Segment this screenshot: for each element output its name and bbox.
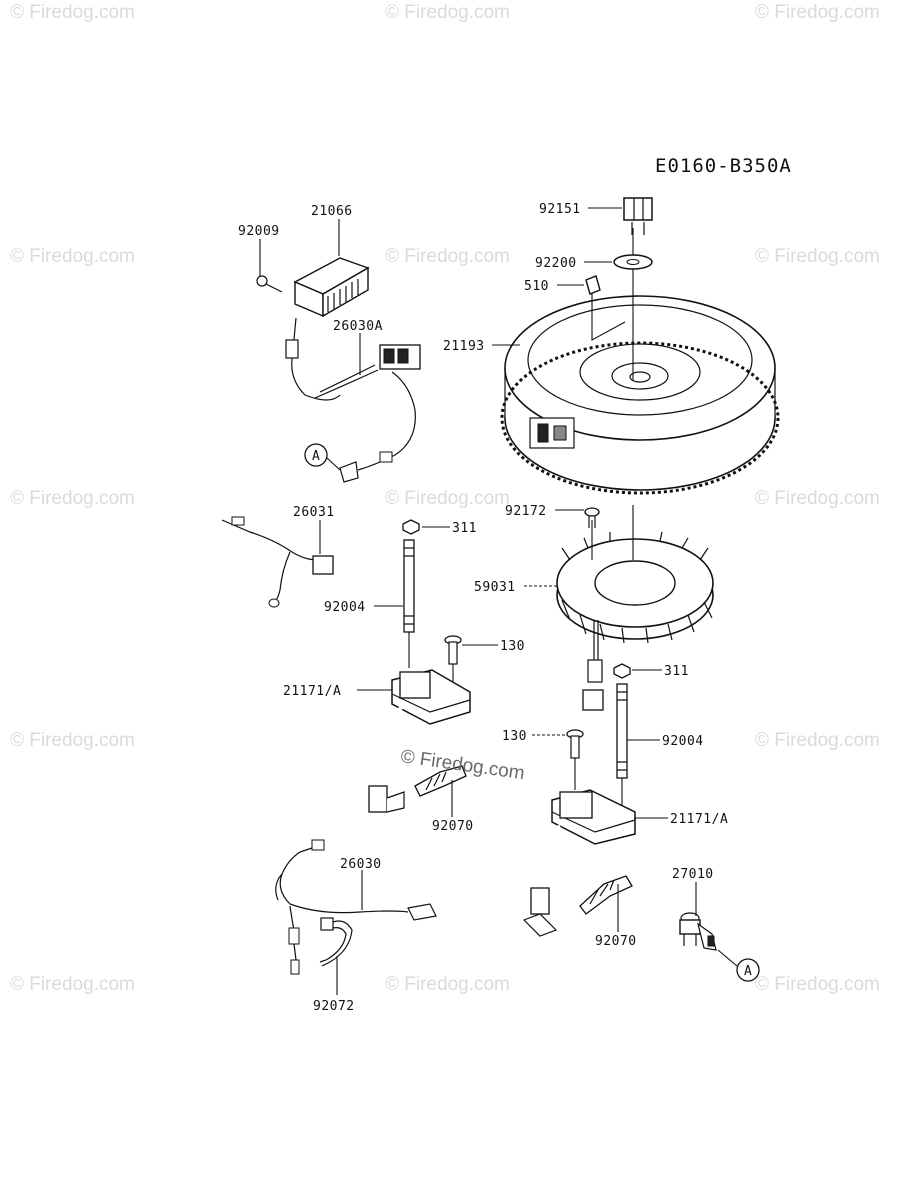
watermark: © Firedog.com xyxy=(755,974,880,995)
screw-92172 xyxy=(584,507,600,528)
spark-plug-92070-left xyxy=(414,765,467,797)
lead-26031 xyxy=(221,516,334,608)
watermark: © Firedog.com xyxy=(10,730,135,751)
watermark: © Firedog.com xyxy=(755,488,880,509)
key-510 xyxy=(585,275,601,295)
part-label-92070-left: 92070 xyxy=(432,819,474,834)
watermark-center: © Firedog.com xyxy=(399,746,526,784)
callout-a-right xyxy=(736,958,760,982)
part-label-311-right: 311 xyxy=(664,664,689,679)
harness-26030A xyxy=(285,317,421,483)
part-label-92172: 92172 xyxy=(505,504,547,519)
part-label-130-left: 130 xyxy=(500,639,525,654)
watermark: © Firedog.com xyxy=(10,488,135,509)
part-label-92200: 92200 xyxy=(535,256,577,271)
part-label-92072: 92072 xyxy=(313,999,355,1014)
part-label-59031: 59031 xyxy=(474,580,516,595)
part-label-92004-left: 92004 xyxy=(324,600,366,615)
watermark: © Firedog.com xyxy=(385,2,510,23)
screw-92009 xyxy=(256,275,283,293)
nut-311-left xyxy=(402,519,420,535)
watermark: © Firedog.com xyxy=(755,730,880,751)
watermark: © Firedog.com xyxy=(385,974,510,995)
callout-a-label: A xyxy=(744,964,752,979)
terminal-92072 xyxy=(319,917,353,967)
part-label-92070-right: 92070 xyxy=(595,934,637,949)
part-label-26031: 26031 xyxy=(293,505,335,520)
part-label-311-top: 311 xyxy=(452,521,477,536)
watermark: © Firedog.com xyxy=(10,246,135,267)
part-label-92009: 92009 xyxy=(238,224,280,239)
bolt-92151 xyxy=(623,197,653,235)
part-label-21193: 21193 xyxy=(443,339,485,354)
regulator-21066 xyxy=(293,257,370,318)
watermark: © Firedog.com xyxy=(755,2,880,23)
leader-lines xyxy=(259,207,697,995)
part-label-92004-right: 92004 xyxy=(662,734,704,749)
part-label-21171A-right: 21171/A xyxy=(670,812,728,827)
part-label-26030A: 26030A xyxy=(333,319,383,334)
callout-a-label: A xyxy=(312,449,320,464)
part-label-26030: 26030 xyxy=(340,857,382,872)
part-label-21171A-left: 21171/A xyxy=(283,684,341,699)
part-label-510: 510 xyxy=(524,279,549,294)
watermark: © Firedog.com xyxy=(10,2,135,23)
flywheel-21193 xyxy=(500,295,780,495)
stator-59031 xyxy=(556,531,714,644)
stud-92004-right xyxy=(616,683,628,779)
lead-26030 xyxy=(275,839,437,975)
part-label-92151: 92151 xyxy=(539,202,581,217)
oil-pressure-switch-27010 xyxy=(679,912,717,951)
watermark: © Firedog.com xyxy=(385,488,510,509)
stud-92004-left xyxy=(403,539,415,633)
part-labels: 92151 92200 510 21193 21066 92009 26030A… xyxy=(238,202,728,1014)
ignition-coil-21171A-right xyxy=(522,789,636,937)
part-label-27010: 27010 xyxy=(672,867,714,882)
part-label-21066: 21066 xyxy=(311,204,353,219)
callout-a-left xyxy=(304,443,328,467)
diagram-code: E0160-B350A xyxy=(655,155,792,177)
bolt-130-right xyxy=(566,729,584,759)
bolt-130-left xyxy=(444,635,462,665)
spark-plug-92070-right xyxy=(579,875,633,915)
watermark: © Firedog.com xyxy=(10,974,135,995)
nut-311-right xyxy=(613,663,631,679)
watermark-layer: © Firedog.com © Firedog.com © Firedog.co… xyxy=(10,2,880,995)
part-label-130-right: 130 xyxy=(502,729,527,744)
ignition-coil-21171A-left xyxy=(368,669,471,813)
watermark: © Firedog.com xyxy=(385,246,510,267)
watermark: © Firedog.com xyxy=(755,246,880,267)
